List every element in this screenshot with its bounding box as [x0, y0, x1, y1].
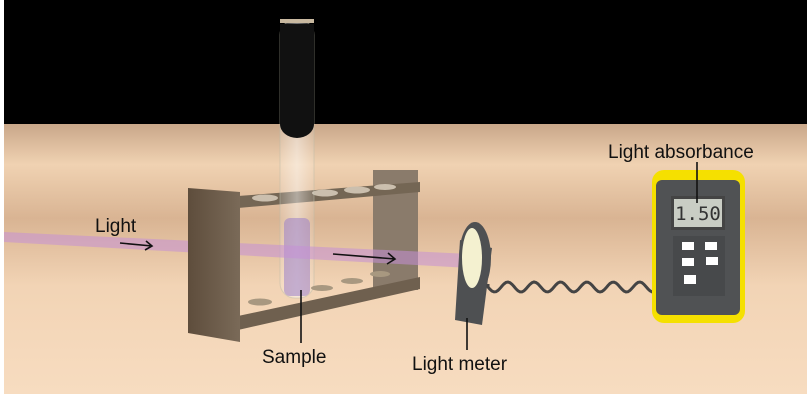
- meter-cord: [486, 280, 660, 294]
- test-tube: [279, 19, 315, 299]
- light-label: Light: [95, 216, 137, 237]
- light-absorbance-label: Light absorbance: [608, 142, 754, 163]
- absorbance-meter: 1.50: [652, 170, 745, 323]
- sample-label: Sample: [262, 347, 326, 368]
- meter-button[interactable]: [706, 257, 718, 265]
- meter-button[interactable]: [682, 242, 694, 250]
- meter-display: [674, 199, 722, 227]
- light-arrow-icon: [119, 240, 154, 251]
- meter-reading: 1.50: [675, 203, 721, 225]
- rack-bottom-bar: [238, 277, 420, 330]
- light-meter: [455, 222, 492, 325]
- background-sky: [4, 0, 807, 124]
- transmitted-light-arrow-icon: [332, 252, 397, 265]
- meter-button[interactable]: [684, 275, 696, 284]
- rack-left-panel: [188, 188, 240, 342]
- light-meter-label: Light meter: [412, 354, 508, 375]
- meter-button[interactable]: [682, 258, 694, 266]
- meter-button[interactable]: [705, 242, 717, 250]
